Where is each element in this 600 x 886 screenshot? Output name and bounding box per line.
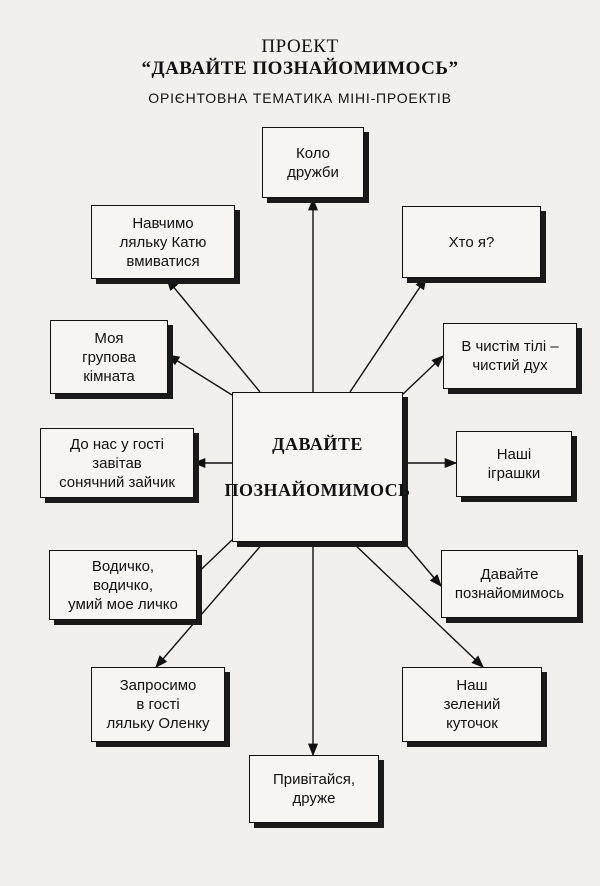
box-lyalka-olenka: Запросимо в гості ляльку Оленку — [91, 667, 225, 742]
box-vodychko: Водичко, водичко, умий мое личко — [49, 550, 197, 620]
box-moya-grupova: Моя групова кімната — [50, 320, 168, 394]
box-pryvitaisya: Привітайся, друже — [249, 755, 379, 823]
project-title: “ДАВАЙТЕ ПОЗНАЙОМИМОСЬ” — [141, 58, 459, 79]
box-kolo-druzhby: Коло дружби — [262, 127, 364, 198]
arrow-moya-grupova — [166, 354, 233, 396]
arrow-zelenyi-kutochok — [351, 541, 484, 668]
arrow-khto-ya — [349, 276, 427, 393]
arrow-davaite-poznaiomymos — [401, 539, 442, 587]
box-sonyachnyi-zaichyk: До нас у гості завітав сонячний зайчик — [40, 428, 194, 498]
box-khto-ya: Хто я? — [402, 206, 541, 278]
box-zelenyi-kutochok: Наш зелений куточок — [402, 667, 542, 742]
arrow-navchymo-lyalku — [166, 278, 261, 393]
box-davaite-poznaiomymos: Давайте познайомимось — [441, 550, 578, 618]
subtitle: ОРІЄНТОВНА ТЕМАТИКА МІНІ-ПРОЕКТІВ — [148, 90, 452, 106]
center-box: ДАВАЙТЕ ПОЗНАЙОМИМОСЬ — [224, 392, 410, 542]
project-heading: ПРОЕКТ — [261, 36, 339, 57]
box-nashi-igrashky: Наші іграшки — [456, 431, 572, 497]
arrow-chystyi-dukh — [401, 355, 444, 396]
arrow-lyalka-olenka — [155, 541, 265, 668]
box-chystyi-dukh: В чистім тілі – чистий дух — [443, 323, 577, 389]
box-navchymo-lyalku: Навчимо ляльку Катю вмиватися — [91, 205, 235, 279]
